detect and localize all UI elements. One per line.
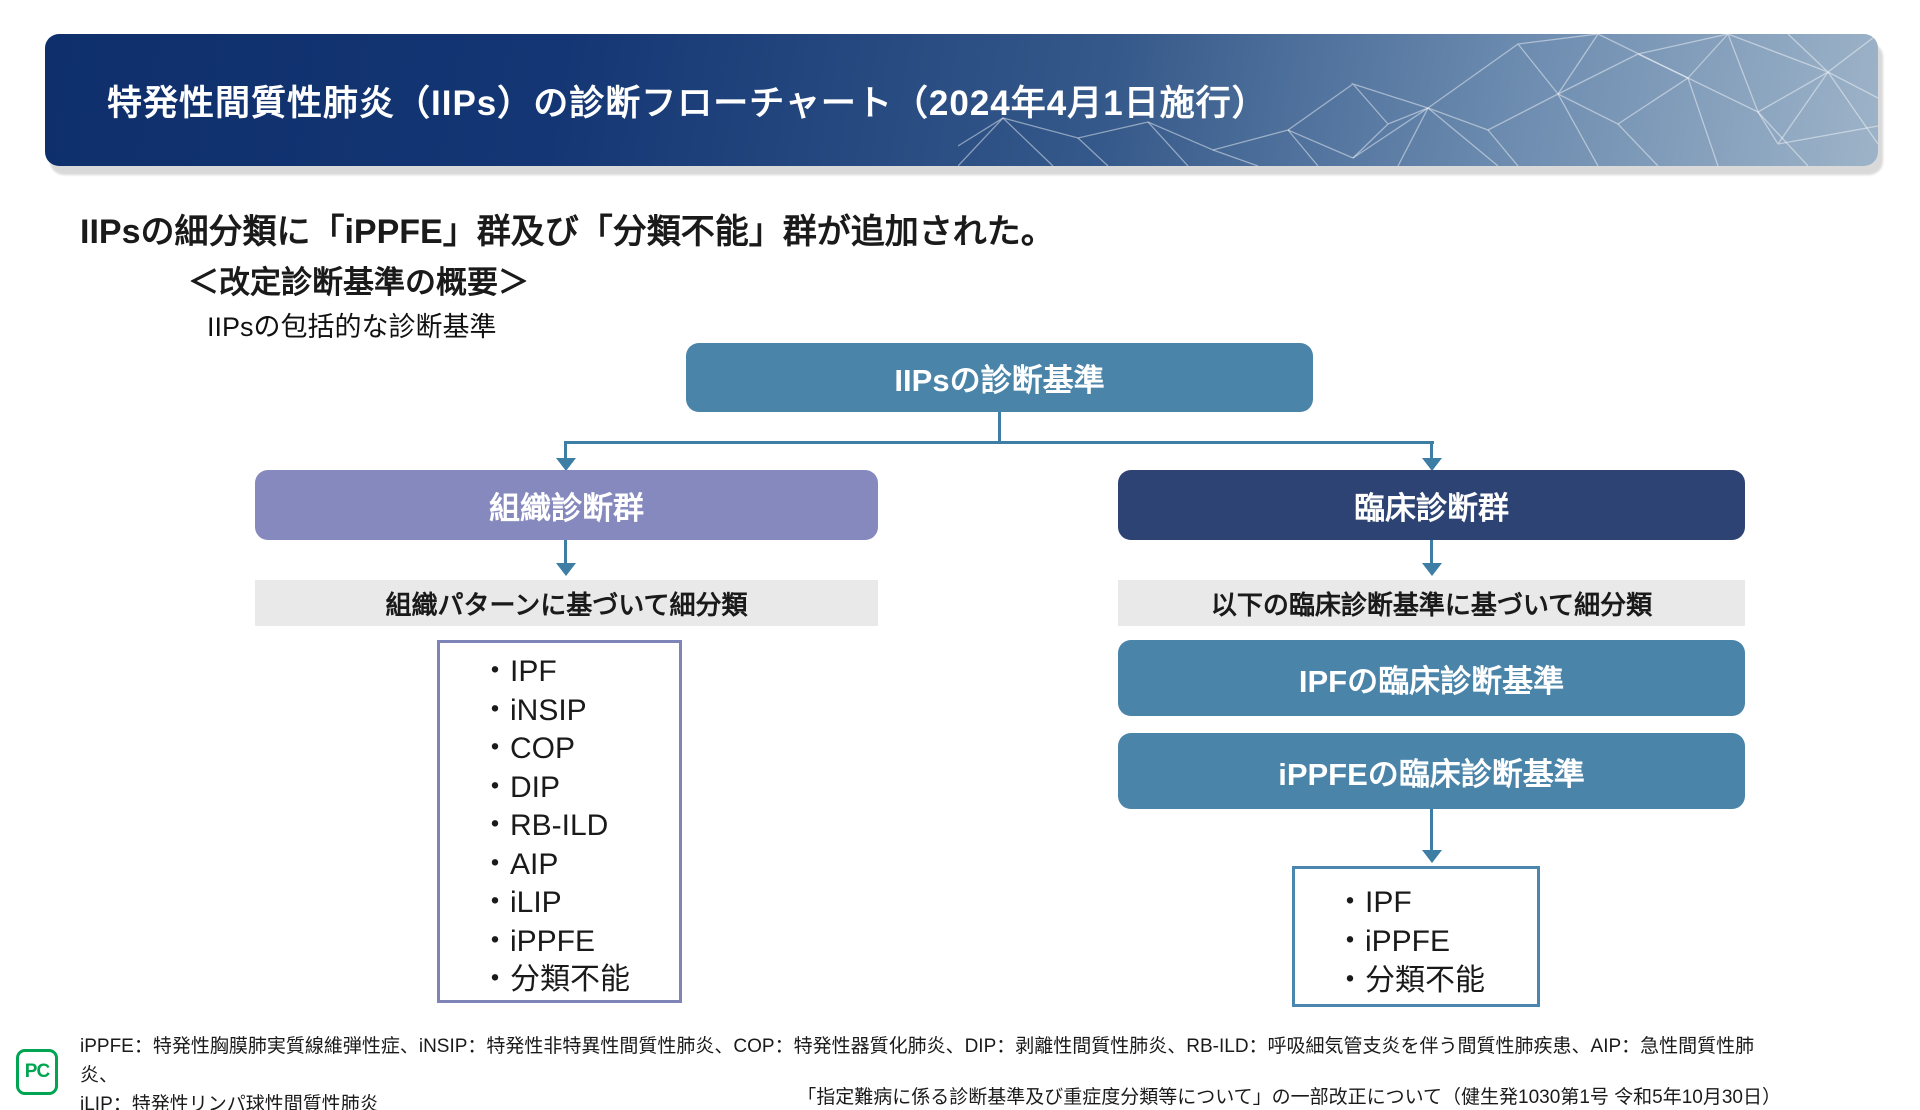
arrow-into-clinical-bar-icon: [1422, 563, 1442, 576]
arrow-into-tissue-group-icon: [556, 458, 576, 471]
list-item: ・COP: [480, 732, 576, 765]
footnote-line-1: iPPFE：特発性胸膜肺実質線維弾性症、iNSIP：特発性非特異性間質性肺炎、C…: [80, 1036, 1755, 1086]
footnote-line-2: iLIP：特発性リンパ球性間質性肺炎: [80, 1094, 379, 1110]
pc-logo: PC: [16, 1049, 58, 1095]
network-mesh-decoration: [958, 34, 1878, 166]
list-item: ・iNSIP: [480, 693, 587, 727]
arrow-into-clinical-group-icon: [1422, 458, 1442, 471]
list-item: ・RB-ILD: [480, 809, 609, 842]
connector-root-stem: [998, 412, 1001, 441]
connector-left-drop: [564, 441, 567, 460]
clinical-subtype-list: ・IPF ・iPPFE ・分類不能: [1292, 866, 1540, 1007]
connector-right-drop: [1430, 441, 1433, 460]
connector-branch-horizontal: [564, 441, 1434, 444]
citation: 「指定難病に係る診断基準及び重症度分類等について」の一部改正について（健生発10…: [797, 1087, 1781, 1108]
arrow-into-clinical-list-icon: [1422, 850, 1442, 863]
list-item: ・IPF: [480, 655, 557, 688]
tissue-subtype-list: ・IPF ・iNSIP ・COP ・DIP ・RB-ILD ・AIP ・iLIP ・iPPFE…: [437, 640, 682, 1003]
left-criteria-bar: 組織パターンに基づいて細分類: [255, 580, 878, 626]
list-item: ・AIP: [480, 847, 559, 881]
footnote: iPPFE：特発性胸膜肺実質線維弾性症、iNSIP：特発性非特異性間質性肺炎、C…: [80, 1032, 1780, 1110]
flow-node-iips-criteria: IIPsの診断基準: [686, 343, 1313, 412]
list-item: ・IPF: [1335, 886, 1412, 919]
list-item: ・iPPFE: [1335, 925, 1451, 958]
section-subheading: IIPsの包括的な診断基準: [207, 312, 497, 342]
flow-node-clinical-group: 臨床診断群: [1118, 470, 1745, 540]
page-title: 特発性間質性肺炎（IIPs）の診断フローチャート（2024年4月1日施行）: [107, 83, 1268, 123]
list-item: ・DIP: [480, 770, 561, 804]
connector-tissue-stem: [564, 540, 567, 565]
right-criteria-bar: 以下の臨床診断基準に基づいて細分類: [1118, 580, 1745, 626]
list-item: ・iPPFE: [480, 924, 596, 958]
connector-clinical-list-stem: [1430, 809, 1433, 852]
section-heading: ＜改定診断基準の概要＞: [188, 265, 529, 300]
header-banner: 特発性間質性肺炎（IIPs）の診断フローチャート（2024年4月1日施行）: [45, 34, 1878, 166]
flow-node-tissue-group: 組織診断群: [255, 470, 878, 540]
arrow-into-tissue-bar-icon: [556, 563, 576, 576]
intro-highlight: IIPsの細分類に「iPPFE」群及び「分類不能」群が追加された。: [80, 213, 1055, 251]
list-item: ・分類不能: [1335, 964, 1485, 997]
pc-logo-text: PC: [24, 1061, 50, 1082]
connector-clinical-stem: [1430, 540, 1433, 565]
list-item: ・分類不能: [480, 963, 630, 996]
list-item: ・iLIP: [480, 886, 562, 919]
flow-node-ippfe-clinical-criteria: iPPFEの臨床診断基準: [1118, 733, 1745, 809]
flow-node-ipf-clinical-criteria: IPFの臨床診断基準: [1118, 640, 1745, 716]
